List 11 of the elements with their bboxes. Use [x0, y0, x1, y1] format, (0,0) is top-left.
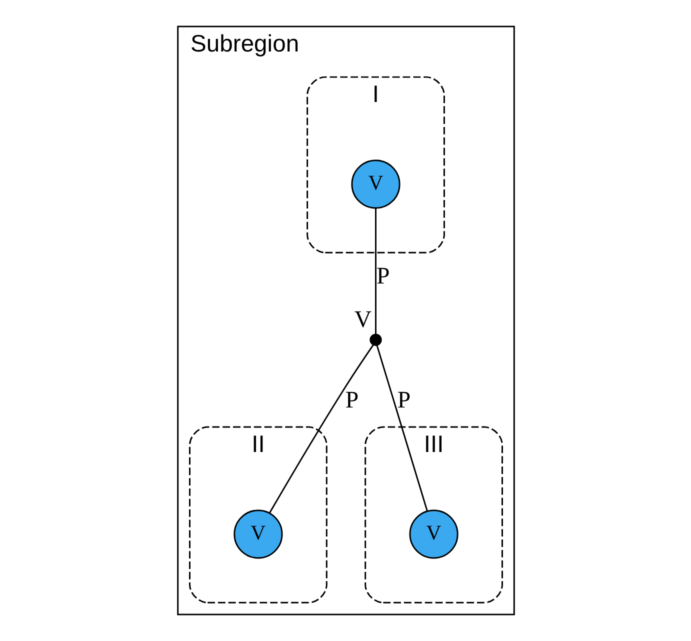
edge-label: P	[344, 387, 358, 414]
edge-label: P	[376, 264, 390, 290]
connector	[376, 345, 428, 511]
connector	[268, 344, 374, 514]
node-dot	[369, 334, 382, 346]
connector	[374, 208, 376, 334]
node-circle: V	[408, 510, 458, 559]
node-circle: V	[350, 160, 400, 209]
node-circle: V	[233, 510, 282, 559]
node-label: V	[354, 306, 372, 333]
edge-label: P	[396, 387, 410, 414]
